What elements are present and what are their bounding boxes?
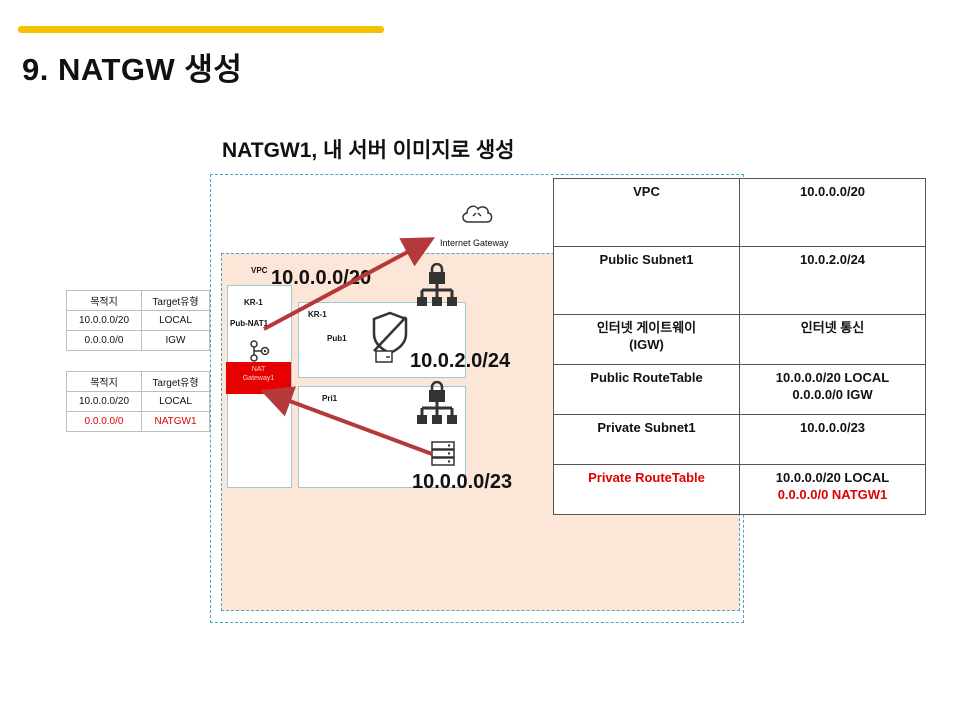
- table-row: 10.0.0.0/20 LOCAL: [66, 391, 210, 412]
- arrow-server-to-nat: [260, 386, 433, 456]
- cell-label: (IGW): [629, 337, 664, 352]
- pub1-cidr: 10.0.2.0/24: [410, 350, 511, 372]
- table-row: Public Subnet1 10.0.2.0/24: [553, 246, 926, 315]
- arrow-nat-to-igw: [263, 237, 436, 331]
- nat-gateway-label: Gateway1: [242, 375, 275, 382]
- table-cell: NATGW1: [141, 411, 210, 432]
- table-cell: IGW: [141, 330, 210, 351]
- table-header-cell: Target유형: [141, 371, 210, 392]
- table-cell: 10.0.0.0/23: [739, 414, 926, 465]
- network-info-table: VPC 10.0.0.0/20 Public Subnet1 10.0.2.0/…: [553, 178, 926, 515]
- cell-value: 인터넷 통신: [800, 320, 865, 335]
- cell-value: 10.0.0.0/23: [799, 420, 866, 435]
- cell-label: 인터넷 게이트웨이: [596, 320, 697, 335]
- page-title: 9. NATGW 생성: [22, 52, 243, 87]
- table-row: Public RouteTable 10.0.0.0/20 LOCAL 0.0.…: [553, 364, 926, 415]
- cell-label: Public Subnet1: [599, 252, 694, 267]
- table-row: 목적지 Target유형: [66, 290, 210, 311]
- cell-label: Private RouteTable: [588, 470, 705, 485]
- table-row: 0.0.0.0/0 IGW: [66, 330, 210, 351]
- cell-value: 10.0.0.0/20: [799, 184, 866, 199]
- table-row: 목적지 Target유형: [66, 371, 210, 392]
- private-route-table: 목적지 Target유형 10.0.0.0/20 LOCAL 0.0.0.0/0…: [66, 371, 210, 432]
- table-cell: Public RouteTable: [553, 364, 740, 415]
- shield-server-icon: [372, 311, 408, 363]
- table-cell: Private RouteTable: [553, 464, 740, 515]
- title-accent-bar: [18, 26, 384, 33]
- network-lock-icon: [417, 381, 457, 424]
- table-cell: Public Subnet1: [553, 246, 740, 315]
- pri1-cidr: 10.0.0.0/23: [412, 471, 513, 493]
- table-cell: 10.0.0.0/20: [739, 178, 926, 247]
- vpc-label: VPC: [251, 266, 268, 275]
- cell-label: Public RouteTable: [590, 370, 703, 385]
- table-cell: 10.0.0.0/20 LOCAL 0.0.0.0/0 IGW: [739, 364, 926, 415]
- pub1-label: Pub1: [327, 334, 347, 343]
- table-row: 인터넷 게이트웨이 (IGW) 인터넷 통신: [553, 314, 926, 365]
- az-label-2: KR-1: [308, 310, 327, 319]
- table-cell: 인터넷 통신: [739, 314, 926, 365]
- table-cell: VPC: [553, 178, 740, 247]
- server-icon: [431, 441, 455, 466]
- cloud-icon: [462, 205, 493, 223]
- table-cell: 인터넷 게이트웨이 (IGW): [553, 314, 740, 365]
- table-cell: Private Subnet1: [553, 414, 740, 465]
- nat-gateway-box: NAT Gateway1: [226, 362, 291, 394]
- public-route-table: 목적지 Target유형 10.0.0.0/20 LOCAL 0.0.0.0/0…: [66, 290, 210, 351]
- cell-value: 0.0.0.0/0 IGW: [792, 387, 873, 402]
- internet-gateway-label: Internet Gateway: [440, 238, 509, 248]
- table-row: VPC 10.0.0.0/20: [553, 178, 926, 247]
- table-row: 0.0.0.0/0 NATGW1: [66, 411, 210, 432]
- nat-gateway-icon: [250, 340, 270, 362]
- cell-value: 10.0.0.0/20 LOCAL: [775, 470, 890, 485]
- pub-nat-label: Pub-NAT1: [230, 319, 269, 328]
- network-lock-icon: [417, 263, 457, 306]
- table-row: Private Subnet1 10.0.0.0/23: [553, 414, 926, 465]
- nat-gateway-label: NAT: [251, 366, 266, 373]
- cell-label: Private Subnet1: [597, 420, 696, 435]
- cell-value: 10.0.2.0/24: [799, 252, 866, 267]
- cell-value: 10.0.0.0/20 LOCAL: [775, 370, 890, 385]
- cell-label: VPC: [633, 184, 660, 199]
- az-label: KR-1: [244, 298, 263, 307]
- cell-value: 0.0.0.0/0 NATGW1: [777, 487, 888, 502]
- table-row: Private RouteTable 10.0.0.0/20 LOCAL 0.0…: [553, 464, 926, 515]
- table-cell: 10.0.0.0/20 LOCAL 0.0.0.0/0 NATGW1: [739, 464, 926, 515]
- table-cell: 10.0.2.0/24: [739, 246, 926, 315]
- page-subtitle: NATGW1, 내 서버 이미지로 생성: [222, 139, 515, 162]
- pri1-label: Pri1: [322, 394, 338, 403]
